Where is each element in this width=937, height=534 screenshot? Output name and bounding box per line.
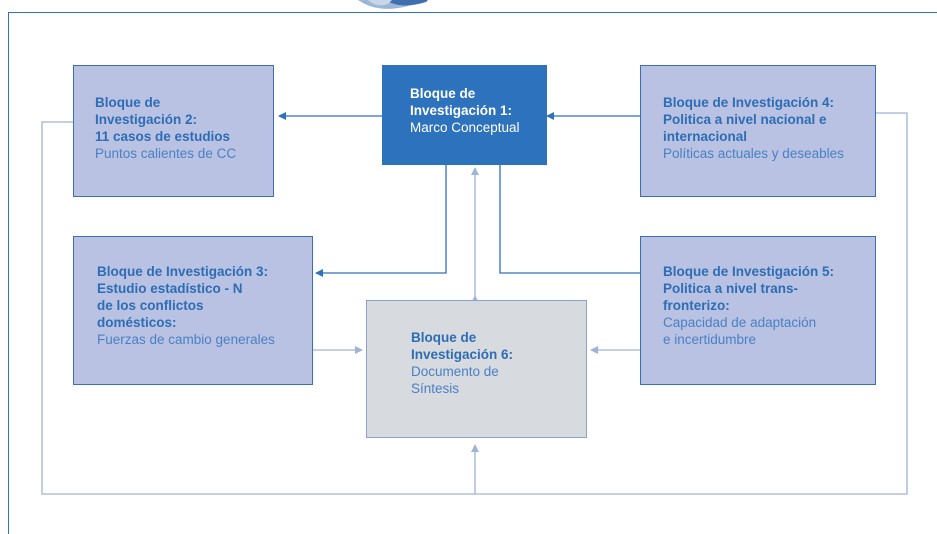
block-3-subtitle: Fuerzas de cambio generales	[97, 332, 275, 347]
block-2-title: Bloque de Investigación 2: 11 casos de e…	[95, 95, 231, 144]
block-4-title: Bloque de Investigación 4: Politica a ni…	[663, 95, 835, 144]
research-block-2: Bloque de Investigación 2: 11 casos de e…	[73, 65, 274, 197]
logo-fragment	[358, 0, 428, 9]
feedback-loop-right	[475, 112, 908, 495]
block-6-title: Bloque de Investigación 6:	[411, 330, 514, 362]
block-1-subtitle: Marco Conceptual	[410, 120, 520, 135]
research-block-5: Bloque de Investigación 5: Politica a ni…	[640, 236, 876, 385]
feedback-loop-left	[41, 121, 475, 495]
block-4-subtitle: Políticas actuales y deseables	[663, 146, 844, 161]
block-1-title: Bloque de Investigación 1:	[410, 86, 513, 118]
block-3-title: Bloque de Investigación 3: Estudio estad…	[97, 264, 269, 330]
research-block-3: Bloque de Investigación 3: Estudio estad…	[73, 236, 313, 385]
block-5-title: Bloque de Investigación 5: Politica a ni…	[663, 264, 835, 313]
research-block-6: Bloque de Investigación 6: Documento de …	[366, 300, 587, 438]
line-b1-to-b5	[499, 165, 640, 274]
block-2-subtitle: Puntos calientes de CC	[95, 146, 237, 161]
arrow-b1-to-b3	[315, 165, 447, 277]
block-6-subtitle: Documento de Síntesis	[411, 364, 499, 396]
research-block-1: Bloque de Investigación 1: Marco Concept…	[382, 65, 547, 165]
block-5-subtitle: Capacidad de adaptación e incertidumbre	[663, 315, 817, 347]
research-block-4: Bloque de Investigación 4: Politica a ni…	[640, 65, 876, 197]
